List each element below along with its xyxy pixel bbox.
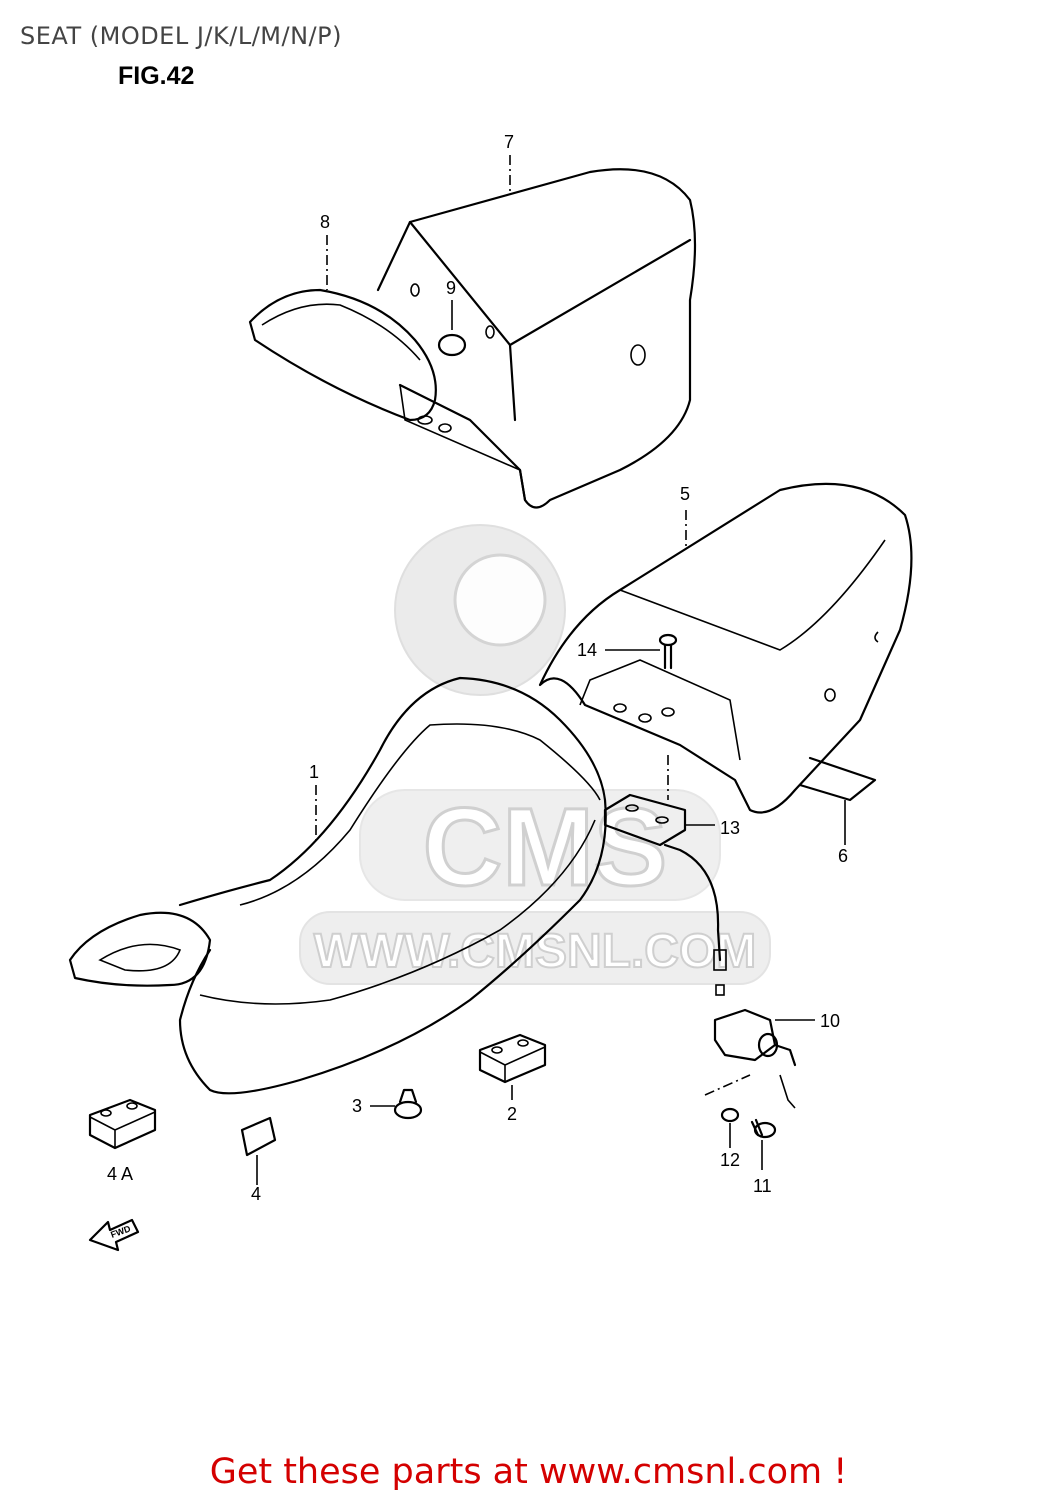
callout-12: 12 bbox=[720, 1150, 740, 1170]
fwd-label: FWD bbox=[109, 1223, 132, 1240]
callout-1: 1 bbox=[309, 762, 319, 782]
footer-cta-link[interactable]: Get these parts at www.cmsnl.com ! bbox=[209, 1452, 848, 1492]
part-10-lock-assembly[interactable] bbox=[713, 1008, 815, 1109]
part-6-band[interactable] bbox=[798, 756, 877, 845]
watermark-url: WWW.CMSNL.COM bbox=[314, 925, 757, 978]
fwd-direction-arrow: FWD bbox=[88, 1218, 140, 1252]
callout-2: 2 bbox=[507, 1104, 517, 1124]
figure-label: FIG.42 bbox=[118, 62, 195, 90]
watermark-logo-text: CMS bbox=[423, 786, 667, 909]
watermark-helmet-visor bbox=[453, 553, 547, 647]
callout-14: 14 bbox=[577, 640, 597, 660]
part-4-damper[interactable] bbox=[240, 1116, 277, 1185]
part-9-cushion[interactable] bbox=[437, 300, 467, 357]
callout-7: 7 bbox=[504, 132, 514, 152]
part-4a-damper[interactable] bbox=[88, 1098, 157, 1150]
part-12-washer[interactable] bbox=[704, 1074, 751, 1148]
part-11-screw[interactable] bbox=[750, 1118, 777, 1170]
callout-4a: 4 A bbox=[107, 1164, 133, 1184]
part-3-cushion[interactable] bbox=[370, 1088, 423, 1120]
part-5-seat-rear[interactable] bbox=[538, 482, 913, 814]
part-2-cushion[interactable] bbox=[478, 1033, 547, 1100]
watermark: CMS WWW.CMSNL.COM bbox=[299, 524, 771, 985]
part-8-rear-pad[interactable] bbox=[248, 235, 437, 422]
callout-3: 3 bbox=[352, 1096, 362, 1116]
part-7-seat-tail-cover[interactable] bbox=[376, 155, 697, 509]
watermark-url-plate bbox=[299, 911, 771, 985]
page-title: SEAT (MODEL J/K/L/M/N/P) bbox=[20, 22, 342, 50]
callout-8: 8 bbox=[320, 212, 330, 232]
callout-11: 11 bbox=[753, 1176, 772, 1196]
callout-10: 10 bbox=[820, 1011, 840, 1031]
part-1-seat-front[interactable] bbox=[68, 676, 607, 1095]
watermark-logo-plate bbox=[359, 789, 721, 901]
callout-9: 9 bbox=[446, 278, 456, 298]
callout-5: 5 bbox=[680, 484, 690, 504]
callout-13: 13 bbox=[720, 818, 740, 838]
part-14-bolt[interactable] bbox=[605, 633, 678, 670]
callout-4: 4 bbox=[251, 1184, 261, 1204]
callout-6: 6 bbox=[838, 846, 848, 866]
